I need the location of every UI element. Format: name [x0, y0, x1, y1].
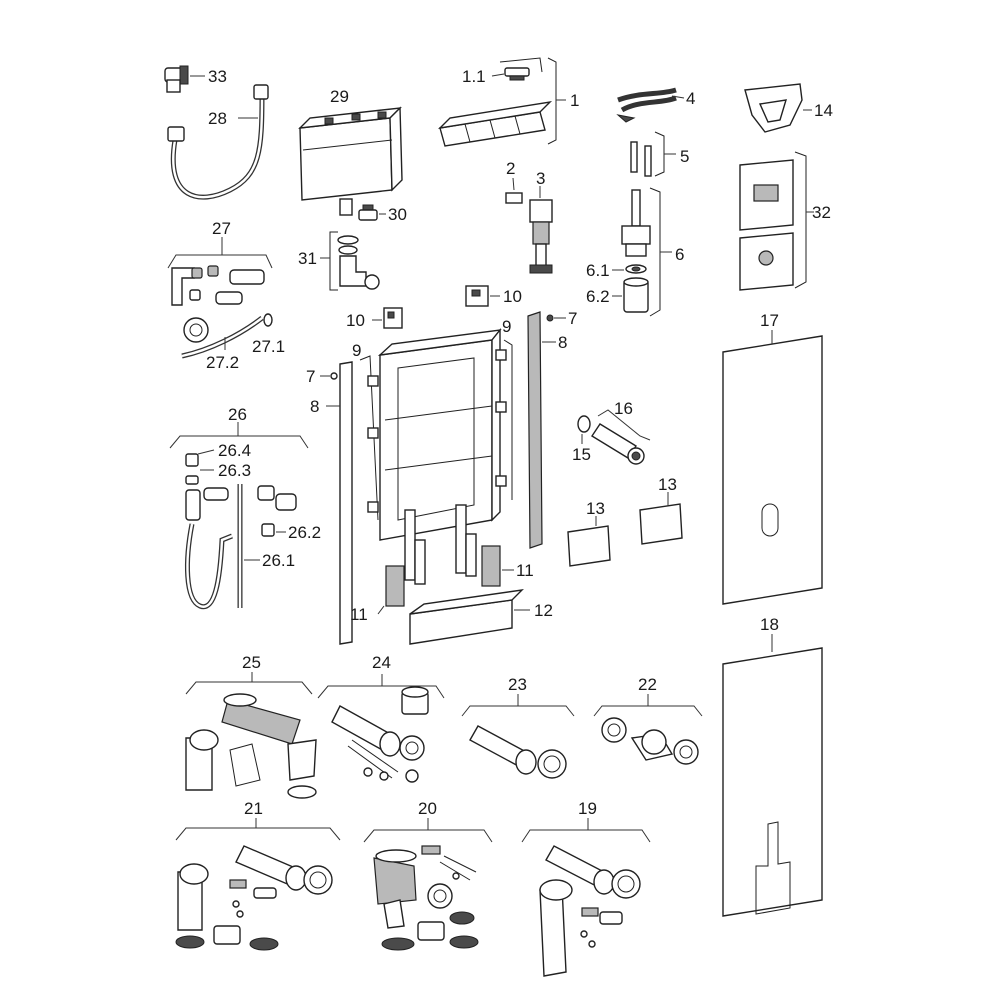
part-32-template-plates: [739, 151, 814, 291]
label-6-2: 6.2: [586, 287, 610, 306]
label-8-left: 8: [310, 397, 319, 416]
label-14: 14: [814, 101, 833, 120]
label-6-1: 6.1: [586, 261, 610, 280]
label-22: 22: [638, 675, 657, 694]
part-28-flex-hose: [167, 84, 269, 200]
label-15: 15: [572, 445, 591, 464]
label-30: 30: [388, 205, 407, 224]
label-16: 16: [614, 399, 633, 418]
part-5-rods: [630, 131, 676, 177]
part-1-1-clip: [491, 57, 543, 81]
part-14-protective-cover: [744, 83, 812, 133]
label-11-right: 11: [516, 561, 534, 580]
label-11-left: 11: [350, 605, 368, 624]
part-17-panel: [722, 330, 823, 605]
part-25-connection-set: [185, 672, 317, 799]
part-8-strip-left: [326, 361, 353, 645]
label-26-4: 26.4: [218, 441, 251, 460]
label-1: 1: [570, 91, 579, 110]
label-10-right: 10: [503, 287, 522, 306]
label-26-1: 26.1: [262, 551, 295, 570]
label-27-2: 27.2: [206, 353, 239, 372]
label-26: 26: [228, 405, 247, 424]
label-25: 25: [242, 653, 261, 672]
label-3: 3: [536, 169, 545, 188]
label-33: 33: [208, 67, 227, 86]
part-4-cables: [616, 87, 685, 123]
label-6: 6: [675, 245, 684, 264]
part-15-seal-ring: [577, 415, 591, 444]
part-33-elbow-fitting: [164, 65, 205, 93]
part-6-1-seal: [612, 264, 647, 274]
part-30-valve: [358, 204, 386, 221]
part-13-cover-right: [639, 492, 683, 545]
part-23-connection-set: [461, 694, 575, 779]
part-21-connection-set: [175, 818, 341, 951]
label-26-3: 26.3: [218, 461, 251, 480]
part-6-flush-valve: [621, 187, 672, 317]
label-20: 20: [418, 799, 437, 818]
label-9-left: 9: [352, 341, 361, 360]
label-24: 24: [372, 653, 391, 672]
label-27-1: 27.1: [252, 337, 285, 356]
part-12-base-tray: [409, 589, 530, 645]
label-28: 28: [208, 109, 227, 128]
part-3-fill-valve: [529, 186, 553, 274]
part-20-connection-set: [363, 818, 493, 951]
label-4: 4: [686, 89, 695, 108]
part-9-clips-right: [495, 339, 513, 500]
part-18-panel: [722, 634, 823, 917]
label-9-right: 9: [502, 317, 511, 336]
part-7-screw-right: [546, 314, 566, 322]
part-8-strip-right: [527, 311, 556, 549]
part-11-grille-right: [481, 545, 514, 587]
part-13-cover-left: [567, 516, 611, 567]
part-19-connection-set: [521, 818, 651, 977]
part-27-connection-kit: [167, 237, 273, 359]
label-10-left: 10: [346, 311, 365, 330]
label-29: 29: [330, 87, 349, 106]
label-27: 27: [212, 219, 231, 238]
label-2: 2: [506, 159, 515, 178]
label-26-2: 26.2: [288, 523, 321, 542]
part-29-concealed-cistern: [298, 106, 403, 216]
part-10-bracket-left: [372, 307, 403, 329]
label-31: 31: [298, 249, 317, 268]
label-17: 17: [760, 311, 779, 330]
part-7-screw-left: [320, 372, 338, 380]
label-5: 5: [680, 147, 689, 166]
label-18: 18: [760, 615, 779, 634]
label-7-left: 7: [306, 367, 315, 386]
part-11-grille-left: [377, 565, 405, 615]
label-8-right: 8: [558, 333, 567, 352]
label-21: 21: [244, 799, 263, 818]
part-frame: [377, 328, 502, 585]
part-26-supply-set: [169, 422, 309, 610]
part-16-pipe: [591, 409, 651, 465]
part-10-bracket-right: [465, 285, 500, 307]
label-13-left: 13: [586, 499, 605, 518]
label-12: 12: [534, 601, 553, 620]
label-23: 23: [508, 675, 527, 694]
part-27-1-seal: [263, 313, 273, 327]
part-6-2-basket: [612, 277, 649, 313]
label-13-right: 13: [658, 475, 677, 494]
label-1-1: 1.1: [462, 67, 486, 86]
part-31-connection-set: [320, 231, 380, 291]
part-24-connection-set: [317, 674, 445, 783]
part-2-clip: [505, 177, 523, 204]
part-22-connection-set: [593, 694, 703, 765]
part-1-actuator-housing: [437, 57, 566, 147]
label-32: 32: [812, 203, 831, 222]
part-9-clips-left: [359, 355, 379, 521]
label-7-right: 7: [568, 309, 577, 328]
label-19: 19: [578, 799, 597, 818]
